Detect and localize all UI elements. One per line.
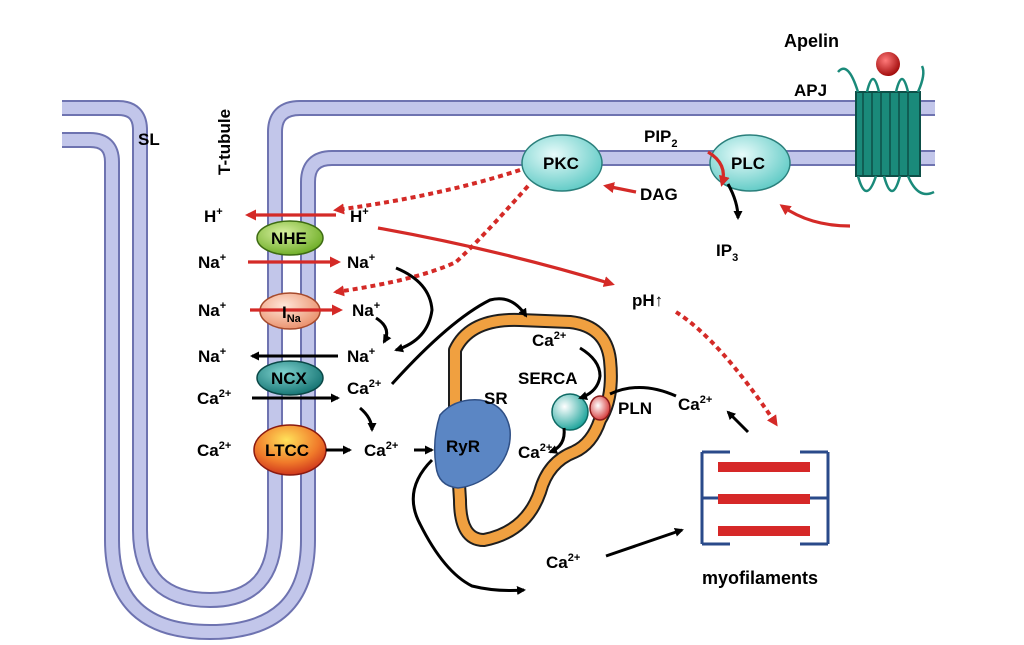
label-h-right: H+	[350, 206, 369, 226]
arrow-serca-uptake	[548, 427, 566, 454]
arrow-pln-to-ca	[609, 385, 677, 398]
label-ph: pH↑	[632, 291, 663, 310]
arrow-pkc-to-nhe	[333, 168, 521, 215]
myofilaments-icon	[700, 450, 830, 546]
label-na-right-3: Na+	[347, 346, 375, 366]
apj-receptor	[837, 65, 935, 196]
arrow-apj-to-plc	[779, 204, 851, 228]
serca-pump	[551, 393, 589, 431]
label-na-left-1: Na+	[198, 252, 226, 272]
label-dag: DAG	[640, 185, 678, 204]
label-ltcc: LTCC	[265, 441, 309, 460]
label-sr: SR	[484, 389, 508, 408]
label-nhe: NHE	[271, 229, 307, 248]
label-ca-pln: Ca2+	[678, 394, 712, 414]
label-h-left: H+	[204, 206, 223, 226]
label-ina: INa	[282, 303, 302, 325]
label-ca-right-1: Ca2+	[347, 378, 381, 398]
label-ca-top: Ca2+	[532, 330, 566, 350]
label-pln: PLN	[618, 399, 652, 418]
sarcolemma-membrane	[62, 100, 935, 640]
nhe-transporter	[256, 220, 324, 256]
label-ncx: NCX	[271, 369, 308, 388]
arrow-plc-to-ip3	[726, 183, 743, 220]
label-sl: SL	[138, 130, 160, 149]
label-pkc: PKC	[543, 154, 579, 173]
label-myofilaments: myofilaments	[702, 568, 818, 588]
label-t-tubule: T-tubule	[215, 109, 234, 175]
arrow-ca-to-myofilaments	[605, 528, 684, 558]
label-ryr: RyR	[446, 437, 480, 456]
label-plc: PLC	[731, 154, 765, 173]
arrow-pip2-cleavage	[707, 150, 730, 187]
label-ca-cytosol: Ca2+	[364, 440, 398, 460]
label-pip2: PIP2	[644, 127, 678, 150]
label-ca-bottom: Ca2+	[546, 552, 580, 572]
label-ca-left-2: Ca2+	[197, 440, 231, 460]
apelin-ligand-icon	[876, 52, 900, 76]
arrow-ryr-release	[411, 458, 526, 595]
plc-enzyme	[709, 134, 791, 192]
label-ca-sr: Ca2+	[518, 442, 552, 462]
label-na-right-2: Na+	[352, 300, 380, 320]
arrow-dag-to-pkc	[603, 182, 637, 194]
label-na-left-3: Na+	[198, 346, 226, 366]
label-apj: APJ	[794, 81, 827, 100]
arrow-myofilaments-release	[726, 410, 750, 434]
ryr-channel	[433, 399, 511, 489]
label-ip3: IP3	[716, 241, 738, 264]
label-serca: SERCA	[518, 369, 578, 388]
label-ca-left-1: Ca2+	[197, 388, 231, 408]
arrow-ca-upward	[390, 297, 528, 386]
label-na-left-2: Na+	[198, 300, 226, 320]
arrow-na-down	[375, 316, 392, 344]
pkc-enzyme	[521, 134, 603, 192]
arrow-na-curve	[394, 266, 434, 353]
arrow-ca-to-cytosol	[359, 406, 377, 432]
arrow-pkc-to-ina	[333, 184, 530, 297]
label-na-right-1: Na+	[347, 252, 375, 272]
arrow-h-to-ph	[377, 226, 615, 287]
arrow-ca-into-sr	[578, 346, 602, 401]
arrow-ph-to-myofilaments	[674, 310, 778, 427]
pln-protein	[589, 395, 611, 421]
label-apelin: Apelin	[784, 31, 839, 51]
ncx-exchanger	[256, 360, 324, 396]
